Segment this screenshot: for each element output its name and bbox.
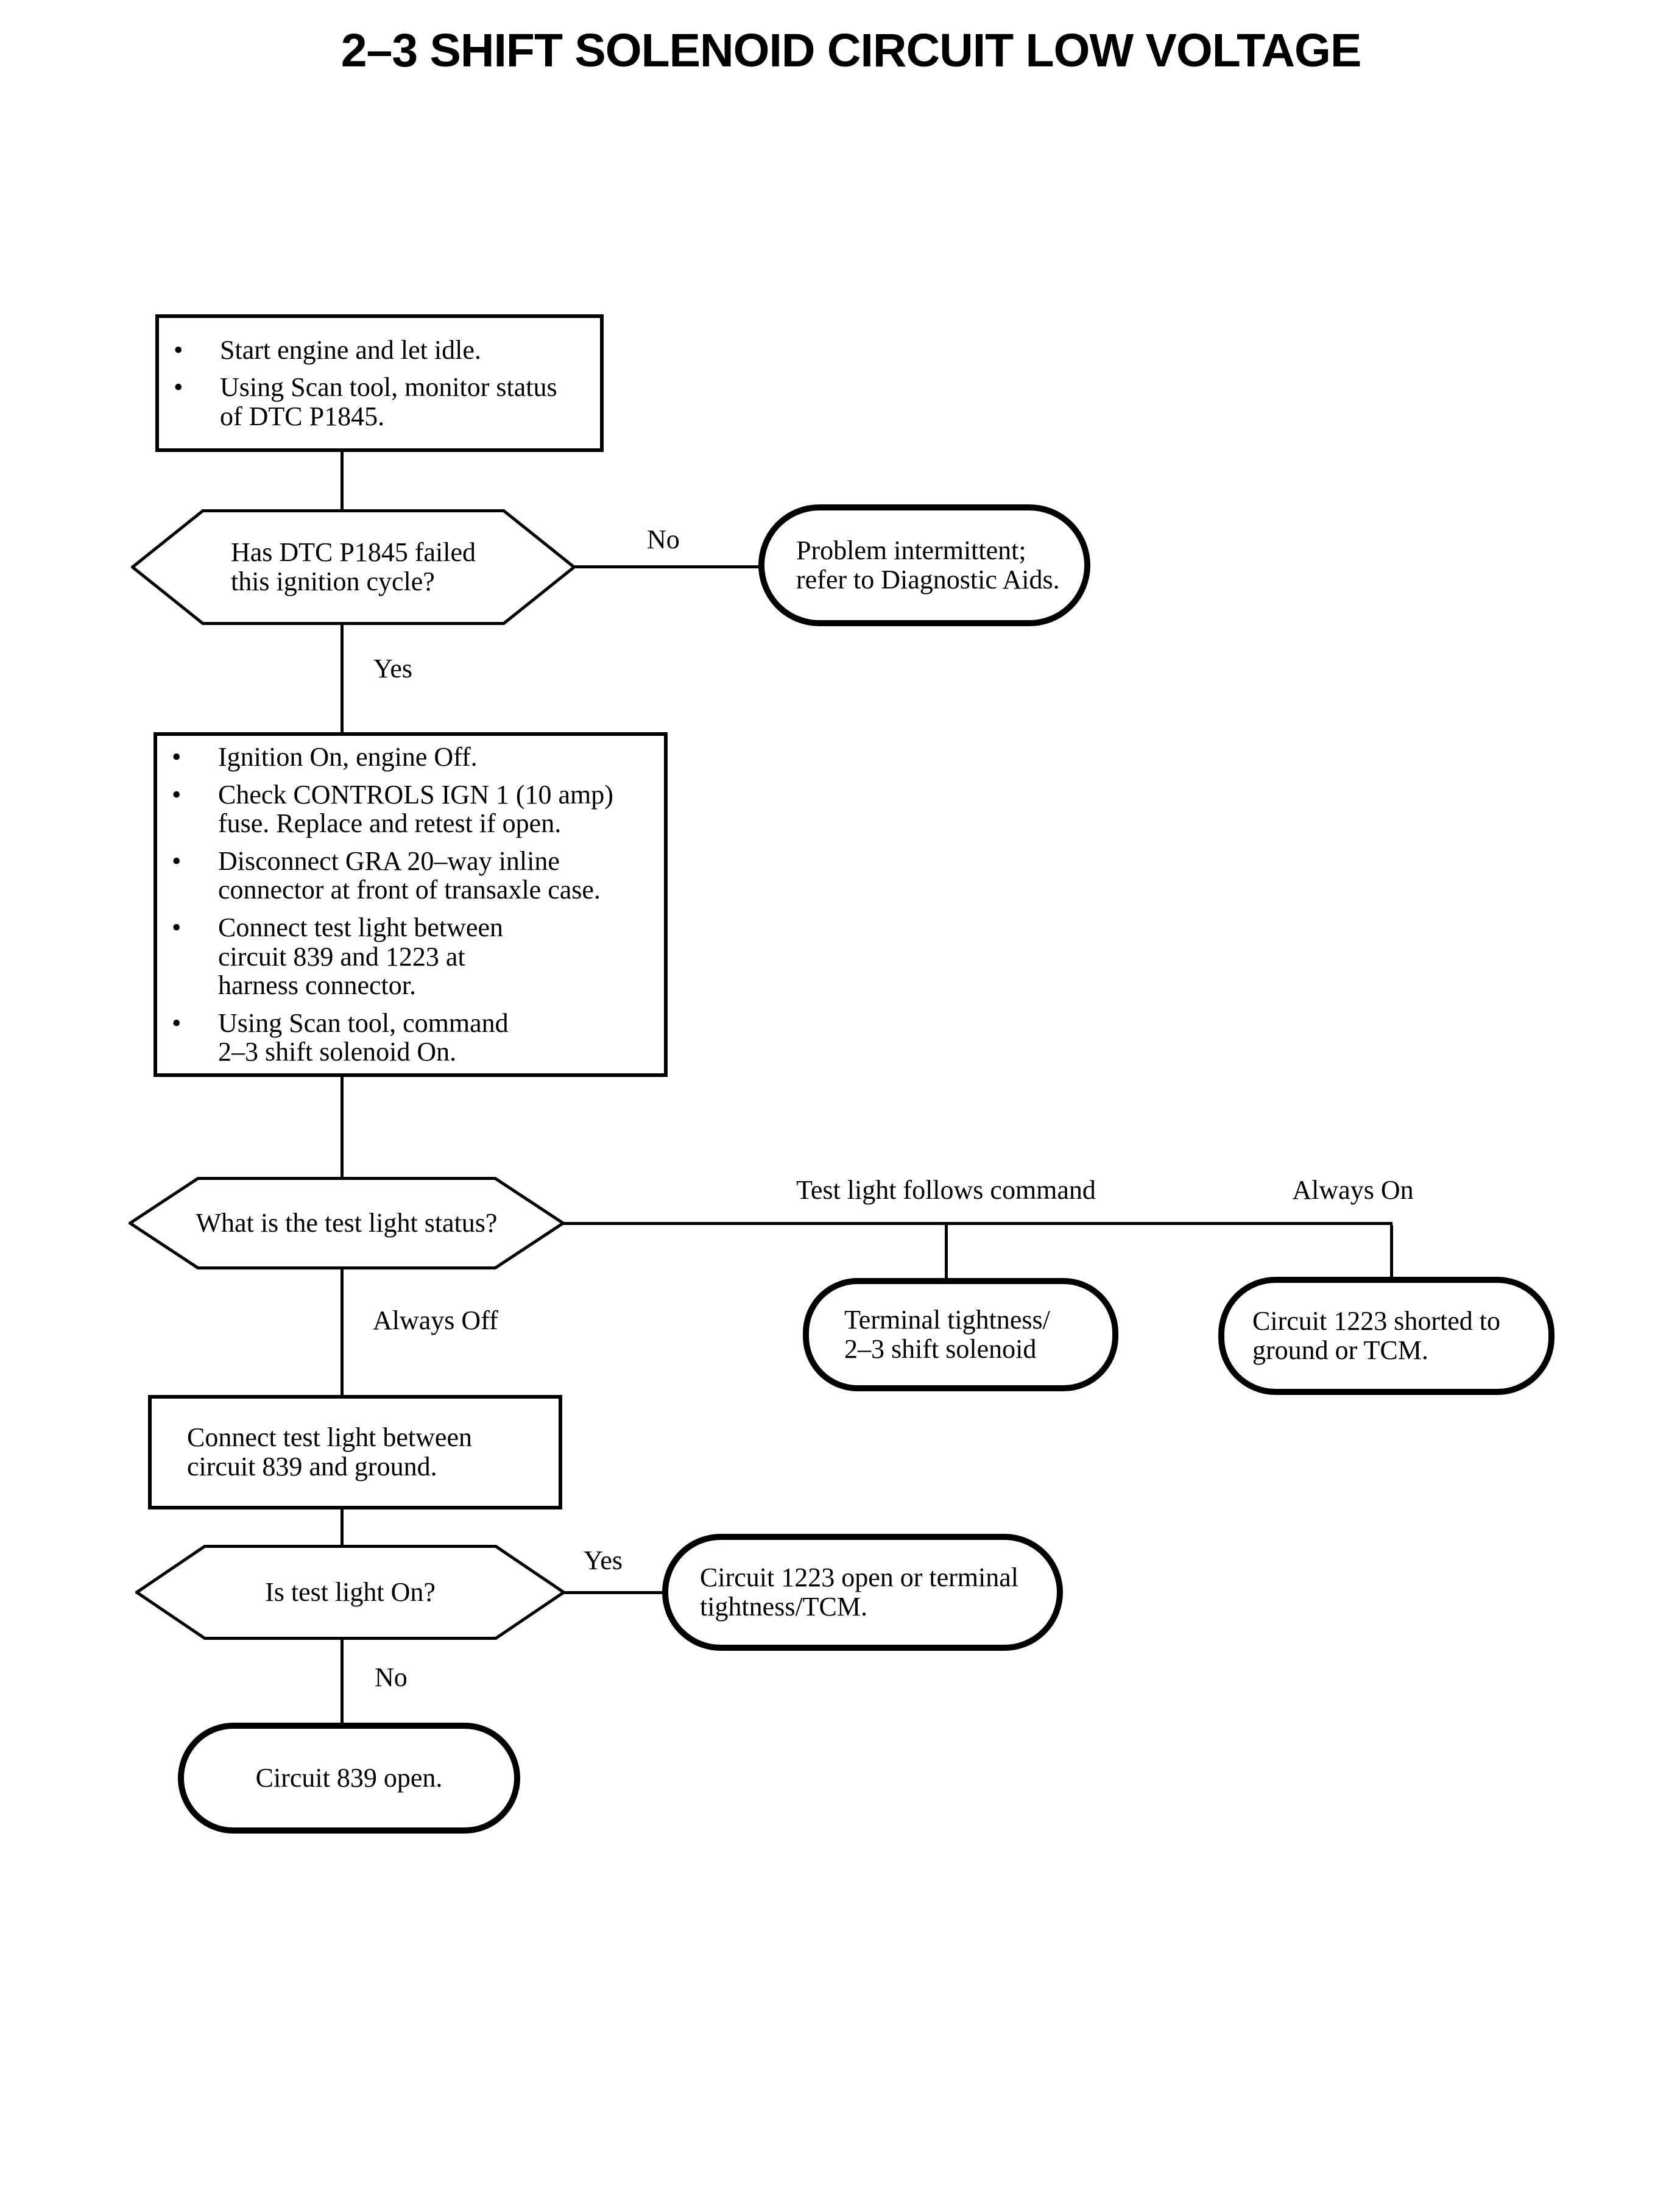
bullet-text: Using Scan tool, monitor status of DTC P…: [220, 372, 557, 431]
hexagon-shape: [135, 1545, 565, 1640]
result-terminal-tightness-solenoid: Terminal tightness/ 2–3 shift solenoid: [803, 1278, 1118, 1391]
bullet-icon: •: [172, 1008, 182, 1038]
connector-decision3-no-branch: [341, 1640, 344, 1723]
bullet-text: Start engine and let idle.: [220, 334, 481, 365]
bullet-icon: •: [172, 913, 182, 942]
decision-question: Is test light On?: [265, 1577, 436, 1608]
connector-decision2-to-step3: [341, 1269, 344, 1395]
bullet-icon: •: [174, 334, 183, 365]
result-circuit-839-open: Circuit 839 open.: [178, 1723, 520, 1834]
bullet-icon: •: [172, 779, 182, 810]
connector-step3-to-decision3: [341, 1509, 344, 1545]
hexagon-shape: [129, 1177, 565, 1269]
edge-label-no: No: [647, 524, 680, 554]
connector-decision2-right-branch: [563, 1222, 1392, 1225]
bullet-item: • Using Scan tool, monitor status of DTC…: [174, 373, 600, 431]
bullet-icon: •: [174, 372, 183, 403]
process-text: Connect test light between circuit 839 a…: [187, 1422, 472, 1481]
bullet-item: • Connect test light between circuit 839…: [172, 913, 664, 1000]
edge-label-yes: Yes: [584, 1545, 623, 1575]
result-circuit-1223-shorted: Circuit 1223 shorted to ground or TCM.: [1218, 1277, 1555, 1395]
bullet-text: Check CONTROLS IGN 1 (10 amp) fuse. Repl…: [218, 779, 613, 839]
bullet-text: Disconnect GRA 20–way inline connector a…: [218, 846, 601, 905]
edge-label-always-on: Always On: [1292, 1175, 1414, 1205]
bullet-text: Connect test light between circuit 839 a…: [218, 913, 503, 1001]
bullet-item: • Start engine and let idle.: [174, 336, 600, 365]
connector-decision1-yes-branch: [341, 625, 344, 732]
connector-decision1-no-branch: [574, 565, 758, 568]
result-text: Circuit 839 open.: [255, 1763, 443, 1793]
result-circuit-1223-open: Circuit 1223 open or terminal tightness/…: [662, 1534, 1063, 1651]
bullet-item: • Using Scan tool, command 2–3 shift sol…: [172, 1008, 664, 1067]
result-text: Terminal tightness/ 2–3 shift solenoid: [844, 1305, 1050, 1364]
connector-decision3-yes-branch: [564, 1591, 662, 1594]
edge-label-yes: Yes: [373, 654, 413, 683]
connector-step2-to-decision2: [341, 1077, 344, 1177]
decision-question: Has DTC P1845 failed this ignition cycle…: [230, 537, 476, 596]
result-text: Circuit 1223 open or terminal tightness/…: [700, 1562, 1018, 1622]
decision-question: What is the test light status?: [196, 1208, 498, 1238]
edge-label-test-light-follows-command: Test light follows command: [796, 1175, 1096, 1205]
result-text: Problem intermittent; refer to Diagnosti…: [796, 535, 1060, 595]
bullet-item: • Check CONTROLS IGN 1 (10 amp) fuse. Re…: [172, 780, 664, 838]
edge-label-always-off: Always Off: [373, 1305, 498, 1335]
result-text: Circuit 1223 shorted to ground or TCM.: [1252, 1306, 1500, 1365]
process-step-3: Connect test light between circuit 839 a…: [148, 1395, 562, 1509]
hexagon-shape: [131, 509, 576, 625]
page-title: 2–3 SHIFT SOLENOID CIRCUIT LOW VOLTAGE: [341, 24, 1362, 77]
bullet-item: • Ignition On, engine Off.: [172, 743, 664, 772]
process-step-2: • Ignition On, engine Off. • Check CONTR…: [154, 732, 668, 1077]
process-step-1: • Start engine and let idle. • Using Sca…: [155, 314, 604, 452]
connector-drop-to-circuit-1223-shorted: [1390, 1225, 1393, 1277]
bullet-text: Ignition On, engine Off.: [218, 742, 478, 772]
bullet-icon: •: [172, 742, 182, 772]
bullet-icon: •: [172, 846, 182, 876]
decision-is-test-light-on: Is test light On?: [135, 1545, 565, 1640]
connector-step1-to-decision1: [341, 452, 344, 509]
result-problem-intermittent: Problem intermittent; refer to Diagnosti…: [758, 504, 1090, 626]
edge-label-no: No: [375, 1662, 408, 1692]
connector-drop-to-terminal-tightness: [945, 1225, 948, 1278]
decision-dtc-p1845-failed: Has DTC P1845 failed this ignition cycle…: [131, 509, 576, 625]
decision-test-light-status: What is the test light status?: [129, 1177, 565, 1269]
bullet-text: Using Scan tool, command 2–3 shift solen…: [218, 1008, 509, 1067]
bullet-item: • Disconnect GRA 20–way inline connector…: [172, 847, 664, 905]
